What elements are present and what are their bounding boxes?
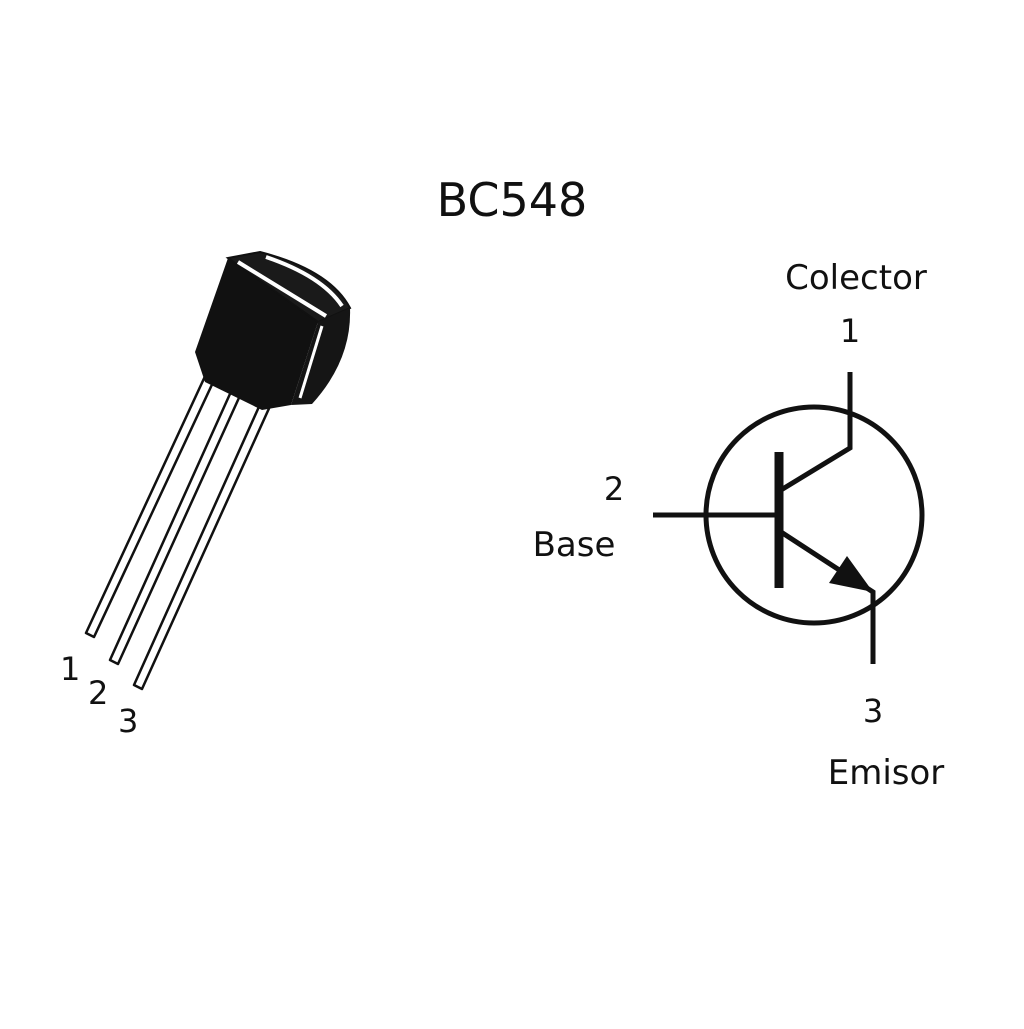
collector-label: Colector [785,258,927,298]
emitter-label: Emisor [828,753,945,793]
emitter-lead [779,529,876,664]
base-pin-number: 2 [604,470,624,508]
to92-package: 1 2 3 [60,250,352,740]
emitter-pin-number: 3 [863,692,883,730]
package-pin-3-label: 3 [118,702,138,740]
lead-3 [132,398,273,691]
package-pin-2-label: 2 [88,674,108,712]
collector-lead [779,372,853,493]
package-edge-highlight [298,325,324,399]
package-top-face [225,250,352,324]
package-body [195,250,352,410]
base-label: Base [533,525,616,565]
package-pin-1-label: 1 [60,650,80,688]
package-highlight [236,255,344,318]
npn-symbol: Colector 1 2 Base 3 Emisor [533,258,945,793]
collector-pin-number: 1 [840,312,860,350]
package-leads [84,370,273,691]
lead-1 [84,370,218,639]
package-front-face [195,258,318,410]
diagram-title: BC548 [437,173,588,227]
emitter-arrow-icon [829,556,873,592]
lead-2 [108,383,245,666]
